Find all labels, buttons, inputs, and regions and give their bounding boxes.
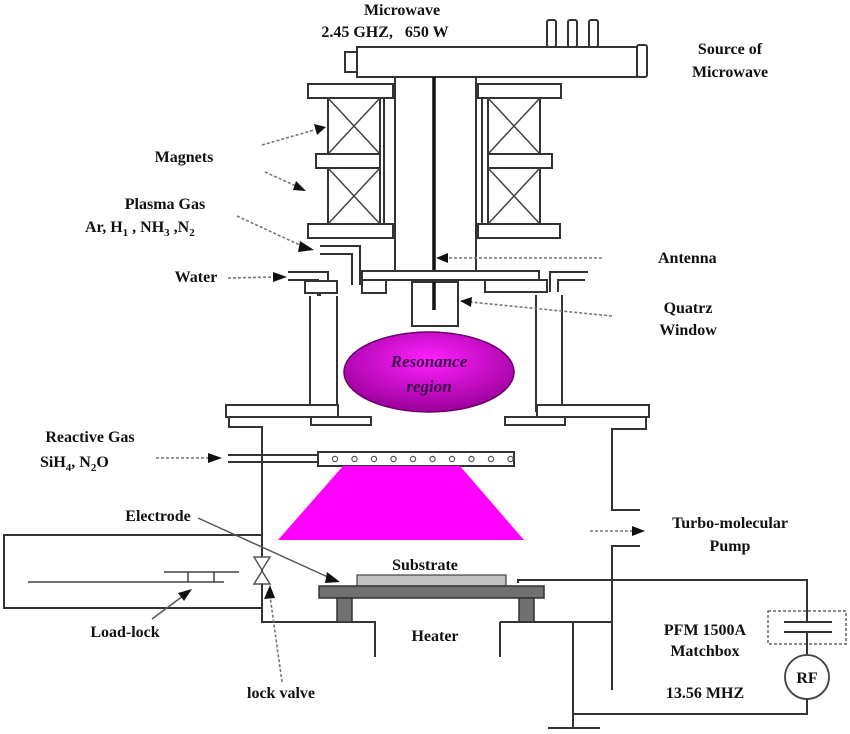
rf-circuit: RF	[517, 579, 847, 729]
electrode-label: Electrode	[125, 508, 190, 525]
resonance-label-1: Resonance	[390, 352, 468, 371]
rf-frequency-label: 13.56 MHZ	[666, 685, 744, 702]
label-arrows	[151, 124, 645, 683]
microwave-spec: 2.45 GHZ, 650 W	[321, 24, 448, 41]
source-label-1: Source of	[698, 41, 763, 58]
substrate-label: Substrate	[392, 557, 458, 574]
top-flange	[304, 270, 548, 294]
plasma-cone	[278, 466, 524, 540]
gas-hole	[429, 455, 436, 463]
heater-label: Heater	[411, 628, 458, 645]
lock-valve-label: lock valve	[247, 685, 315, 702]
matchbox-label-2: Matchbox	[670, 643, 739, 660]
electrode	[318, 585, 545, 599]
water-inlet-right	[549, 271, 588, 292]
turbo-label-1: Turbo-molecular	[672, 515, 788, 532]
gas-hole	[507, 455, 514, 463]
labels: Microwave 2.45 GHZ, 650 W Source of Micr…	[40, 2, 788, 702]
gas-hole	[370, 455, 378, 463]
magnet-left	[307, 83, 394, 239]
plasma-gas-species: Ar, H1 , NH3 ,N2	[85, 219, 195, 239]
gas-hole	[487, 455, 495, 463]
gas-hole	[390, 455, 397, 463]
microwave-waveguide	[344, 19, 648, 78]
gas-hole	[468, 455, 475, 463]
gas-ring-holes	[331, 455, 514, 463]
rf-source-label: RF	[796, 670, 818, 687]
antenna-label: Antenna	[658, 250, 717, 267]
resonance-region: Resonance region	[343, 331, 515, 413]
connector-pins	[546, 19, 599, 48]
microwave-title: Microwave	[364, 2, 440, 19]
quartz-label-1: Quatrz	[664, 300, 713, 317]
electrode-assembly	[318, 574, 612, 657]
matchbox-label-1: PFM 1500A	[664, 622, 747, 639]
reactive-gas-species: SiH4, N2O	[40, 454, 109, 474]
substrate	[356, 574, 507, 587]
gas-hole	[409, 455, 417, 463]
resonance-label-2: region	[406, 377, 451, 396]
gas-distribution-ring	[228, 451, 515, 467]
turbo-label-2: Pump	[710, 538, 751, 555]
load-lock-label: Load-lock	[90, 624, 159, 641]
magnets-label: Magnets	[155, 149, 214, 166]
water-label: Water	[175, 269, 218, 286]
gas-hole	[331, 455, 339, 463]
reactive-gas-label: Reactive Gas	[45, 429, 134, 446]
lock-valve	[252, 556, 376, 657]
gas-hole	[448, 455, 456, 463]
pump-port	[611, 545, 640, 690]
magnet-right	[477, 83, 562, 239]
source-label-2: Microwave	[692, 64, 768, 81]
plasma-gas-inlet	[320, 245, 361, 285]
upper-chamber-walls	[309, 295, 563, 412]
plasma-gas-label: Plasma Gas	[125, 196, 205, 213]
load-lock	[3, 534, 263, 609]
quartz-label-2: Window	[659, 322, 717, 339]
mid-flange	[225, 404, 650, 578]
gas-hole	[351, 455, 358, 463]
